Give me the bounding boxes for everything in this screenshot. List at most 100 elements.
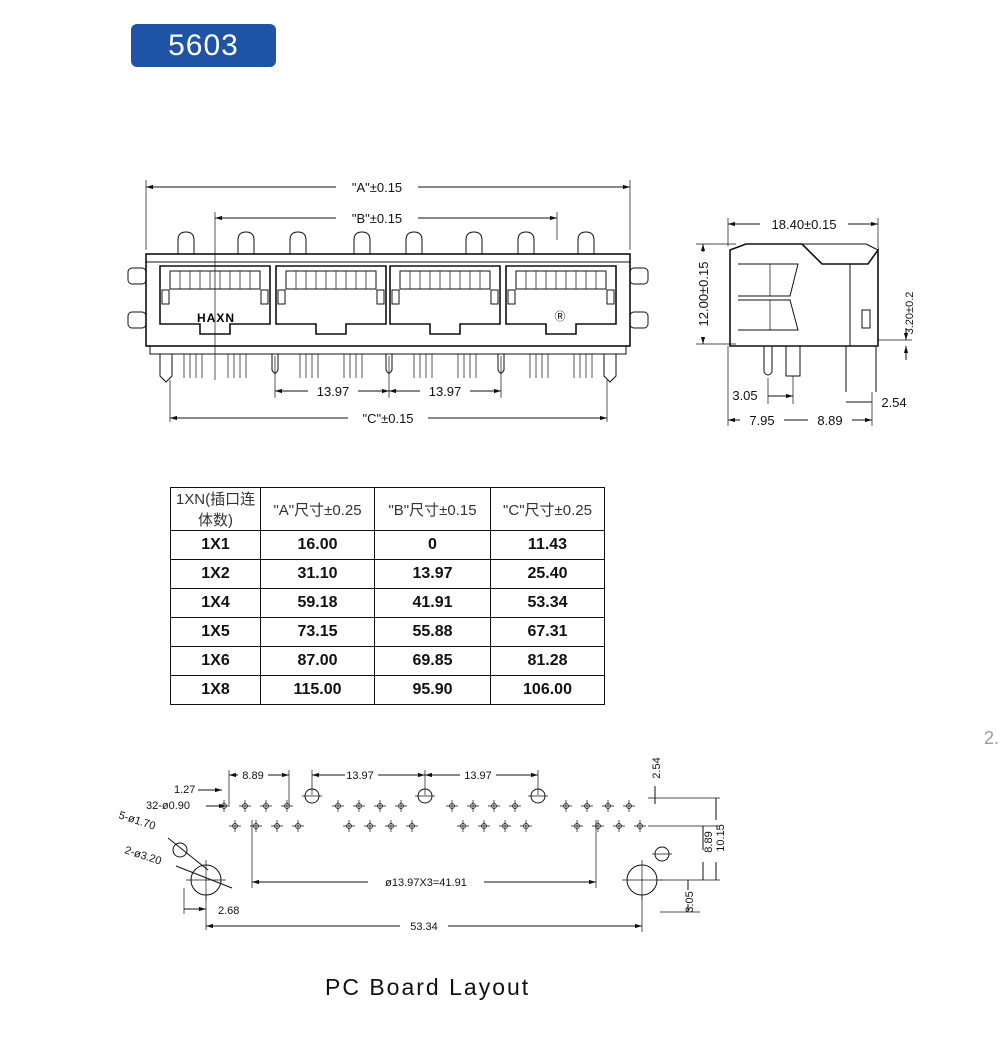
col-header-c: "C"尺寸±0.25: [490, 487, 605, 531]
front-view: "A"±0.15 "B"±0.15: [127, 180, 649, 426]
pin-hole-cross: [478, 820, 490, 832]
col-header-1xn: 1XN(插口连体数): [170, 487, 261, 531]
table-cell: 0: [374, 530, 491, 560]
pcb-holes5-label: 5-ø1.70: [117, 809, 157, 832]
pin-hole-cross: [467, 800, 479, 812]
table-cell: 87.00: [260, 646, 375, 676]
pcb-layout-drawing: 8.89 13.97 13.97 2.54 1.27 32-ø0.90 5-ø1…: [117, 757, 727, 933]
table-cell: 41.91: [374, 588, 491, 618]
pcb-layout-title: PC Board Layout: [325, 974, 531, 1000]
side-offset-label: 3.20±0.2: [904, 292, 916, 335]
rj45-port-4: [505, 265, 617, 335]
table-cell: 25.40: [490, 559, 605, 589]
pin-hole-cross: [457, 820, 469, 832]
side-d4-label: 8.89: [817, 413, 842, 428]
pin-hole-cross: [239, 800, 251, 812]
pcb-305-label: 3.05: [684, 891, 696, 912]
pcb-889v-label: 8.89: [703, 831, 715, 852]
pin-hole-cross: [332, 800, 344, 812]
pin-hole-cross: [613, 820, 625, 832]
pin-hole-cross: [560, 800, 572, 812]
side-depth-label: 18.40±0.15: [772, 217, 837, 232]
table-cell: 1X2: [170, 559, 261, 589]
pin-hole-cross: [571, 820, 583, 832]
table-cell: 55.88: [374, 617, 491, 647]
dim-c-label: "C"±0.15: [362, 411, 413, 426]
side-d3-label: 7.95: [749, 413, 774, 428]
dimension-table: 1XN(插口连体数) "A"尺寸±0.25 "B"尺寸±0.15 "C"尺寸±0…: [170, 487, 605, 705]
pin-hole-cross: [592, 820, 604, 832]
rj45-port-2: [275, 265, 387, 335]
table-cell: 115.00: [260, 675, 375, 705]
rj45-port-1: [159, 265, 271, 335]
pcb-1397a-label: 13.97: [346, 770, 374, 782]
table-cell: 69.85: [374, 646, 491, 676]
pin-hole-cross: [446, 800, 458, 812]
pin-hole-cross: [602, 800, 614, 812]
pcb-268-label: 2.68: [218, 905, 239, 917]
pin-hole-cross: [343, 820, 355, 832]
dim-b-label: "B"±0.15: [352, 211, 402, 226]
side-d2-label: 2.54: [881, 395, 906, 410]
pin-hole-cross: [581, 800, 593, 812]
pcb-5334-label: 53.34: [410, 921, 438, 933]
table-cell: 53.34: [490, 588, 605, 618]
pcb-254-label: 2.54: [651, 757, 663, 778]
pin-hole-cross: [364, 820, 376, 832]
side-view: 18.40±0.15 12.00±0.15 3.20±0.2 3.05: [696, 217, 916, 428]
pin-hole-cross: [488, 800, 500, 812]
table-cell: 1X5: [170, 617, 261, 647]
table-cell: 59.18: [260, 588, 375, 618]
ul-mark: Ⓡ: [555, 310, 566, 323]
pitch-1-label: 13.97: [317, 384, 350, 399]
brand-mark: HAXN: [197, 311, 235, 325]
dim-a-label: "A"±0.15: [352, 180, 402, 195]
pin-hole-cross: [499, 820, 511, 832]
side-height-label: 12.00±0.15: [696, 262, 711, 327]
side-d1-label: 3.05: [732, 388, 757, 403]
pcb-holes32-label: 32-ø0.90: [146, 800, 190, 812]
pcb-1397b-label: 13.97: [464, 770, 492, 782]
table-cell: 106.00: [490, 675, 605, 705]
table-cell: 1X4: [170, 588, 261, 618]
table-cell: 11.43: [490, 530, 605, 560]
pin-hole-cross: [353, 800, 365, 812]
pin-hole-cross: [292, 820, 304, 832]
pin-hole-cross: [229, 820, 241, 832]
col-header-a: "A"尺寸±0.25: [260, 487, 375, 531]
pin-hole-cross: [520, 820, 532, 832]
pin-hole-cross: [281, 800, 293, 812]
model-number: 5603: [168, 28, 239, 62]
pin-hole-cross: [260, 800, 272, 812]
pcb-127-label: 1.27: [174, 784, 195, 796]
model-badge: 5603: [131, 24, 276, 67]
pitch-2-label: 13.97: [429, 384, 462, 399]
pin-hole-cross: [509, 800, 521, 812]
table-cell: 13.97: [374, 559, 491, 589]
table-cell: 1X8: [170, 675, 261, 705]
table-cell: 81.28: [490, 646, 605, 676]
pcb-pin-holes: [218, 800, 646, 832]
table-cell: 73.15: [260, 617, 375, 647]
pcb-1015-label: 10.15: [715, 824, 727, 852]
table-cell: 67.31: [490, 617, 605, 647]
col-header-b: "B"尺寸±0.15: [374, 487, 491, 531]
pin-hole-cross: [385, 820, 397, 832]
table-cell: 95.90: [374, 675, 491, 705]
pin-hole-cross: [395, 800, 407, 812]
table-cell: 1X6: [170, 646, 261, 676]
table-cell: 1X1: [170, 530, 261, 560]
pin-hole-cross: [406, 820, 418, 832]
table-cell: 31.10: [260, 559, 375, 589]
pcb-889-label: 8.89: [242, 770, 263, 782]
pcb-holes2-label: 2-ø3.20: [123, 844, 163, 867]
pin-hole-cross: [374, 800, 386, 812]
pin-hole-cross: [271, 820, 283, 832]
